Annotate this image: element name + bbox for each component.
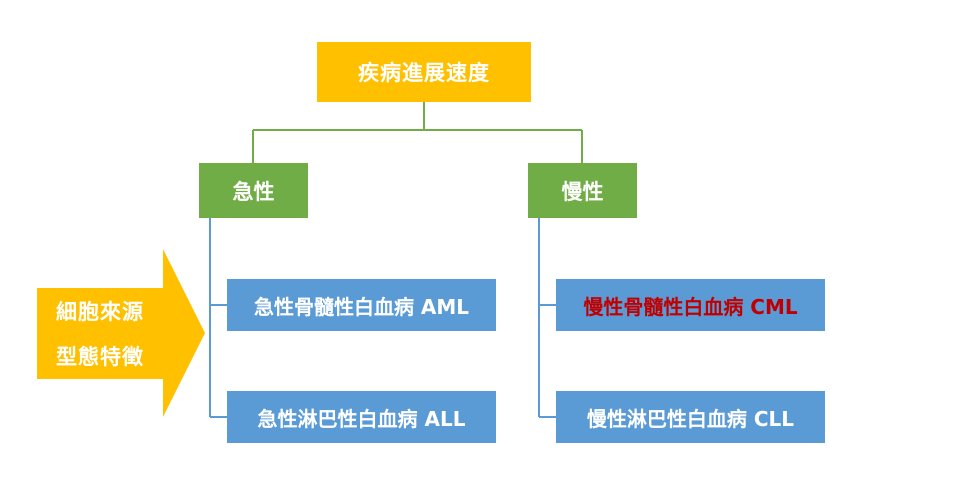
leaf-node-all: 急性淋巴性白血病 ALL [227,391,496,443]
tree-connector-chronic [538,218,556,418]
leaf-node-cll: 慢性淋巴性白血病 CLL [556,391,825,443]
side-arrow-label-line1: 細胞來源 [56,300,144,324]
side-arrow-shape [37,249,205,417]
branch-node-chronic: 慢性 [528,163,637,218]
tree-connector-acute [209,218,227,418]
root-node: 疾病進展速度 [317,42,531,102]
leaf-node-aml: 急性骨髓性白血病 AML [227,279,496,331]
leaf-node-cml: 慢性骨髓性白血病 CML [556,279,825,331]
tree-connector-root [252,102,583,163]
side-arrow-label-line2: 型態特徵 [56,345,144,369]
branch-node-acute: 急性 [199,163,308,218]
